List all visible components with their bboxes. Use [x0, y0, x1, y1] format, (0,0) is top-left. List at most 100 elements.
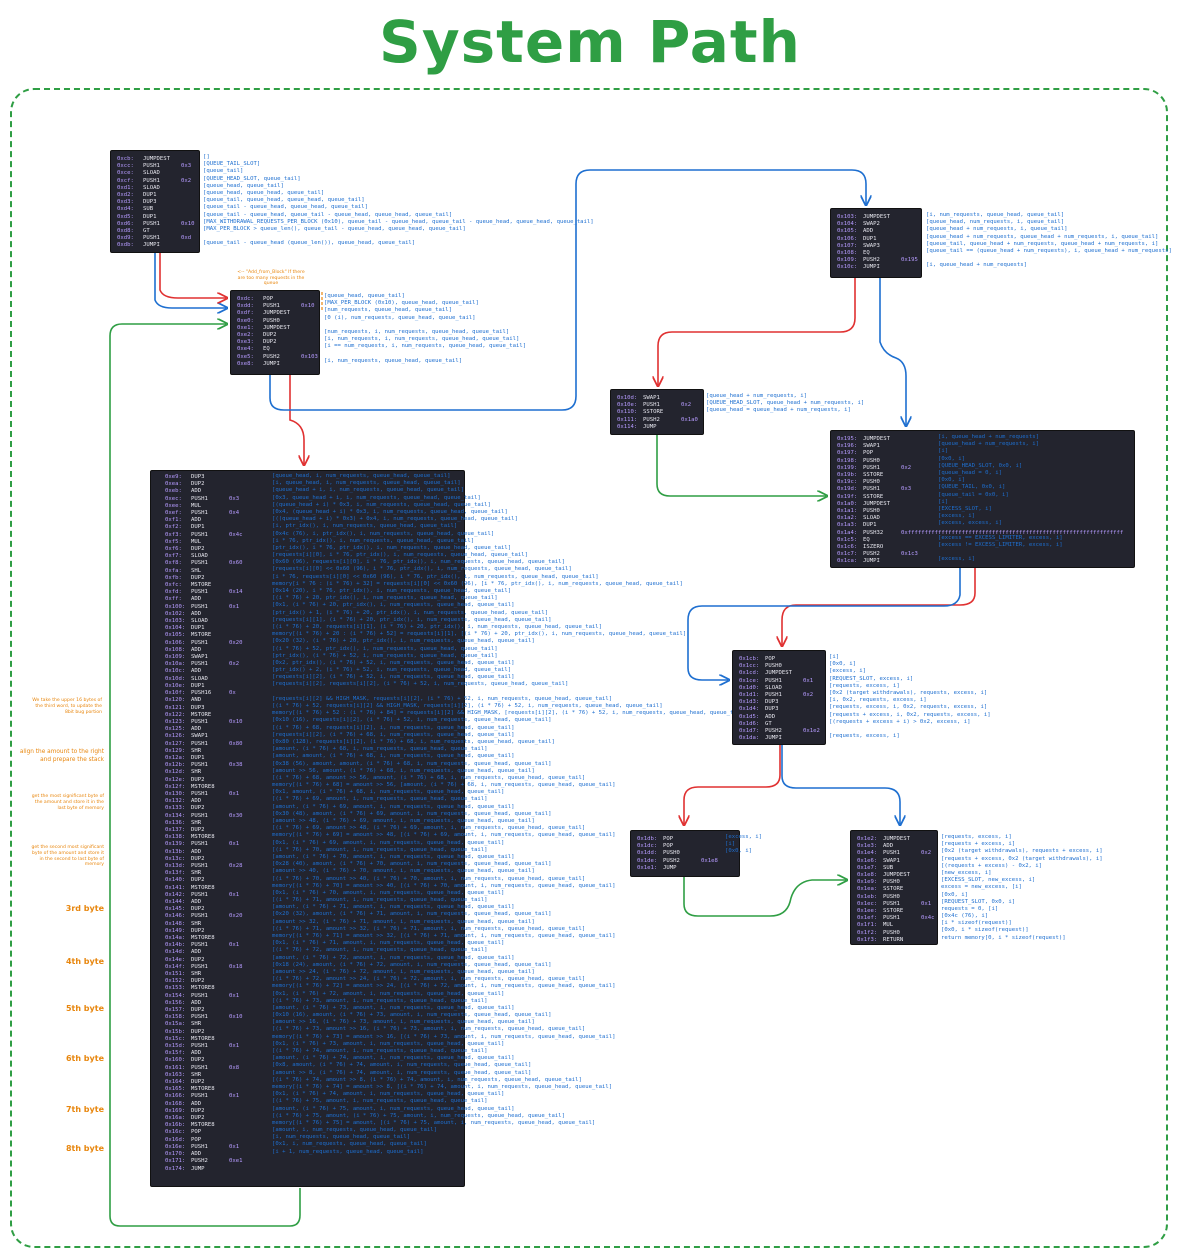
opcode-argument: 0x1 — [229, 603, 240, 610]
annotation-second-byte: get the second most significant byte of … — [31, 845, 104, 868]
stack-line: [ptr_idx(), i * 76, ptr_idx(), i, num_re… — [272, 544, 512, 551]
stack-line: [excess, i] — [938, 513, 976, 520]
stack-line: excess = new_excess, [i] — [941, 884, 1022, 891]
opcode-row: 0x1f1:MUL — [857, 922, 931, 929]
opcode-row: 0x109:SWAP1 — [165, 654, 458, 661]
opcode-pc: 0x132: — [165, 798, 186, 805]
opcode-pc: 0x1eb: — [857, 893, 878, 900]
opcode-mnemonic: ADD — [191, 646, 202, 653]
stack-line: memory[(i * 76) + 75] = amount, [(i * 76… — [272, 1119, 596, 1126]
opcode-mnemonic: PUSH1 — [191, 661, 208, 668]
opcode-mnemonic: ADD — [191, 898, 202, 905]
opcode-argument: 0x8 — [229, 1064, 240, 1071]
opcode-mnemonic: PUSH0 — [765, 663, 782, 670]
opcode-pc: 0x174: — [165, 1165, 186, 1172]
opcode-pc: 0x1de: — [637, 857, 658, 864]
opcode-pc: 0xeb: — [165, 488, 182, 495]
opcode-pc: 0x19f: — [837, 493, 858, 500]
opcode-pc: 0x1d5: — [739, 713, 760, 720]
stack-line: [(requests + excess) - 0x2, i] — [941, 862, 1043, 869]
opcode-mnemonic: PUSH2 — [765, 728, 782, 735]
opcode-pc: 0x103: — [837, 214, 858, 220]
stack-line: [queue_head + i, i, num_requests, queue_… — [272, 487, 464, 494]
stack-line: [excess, i] — [829, 668, 867, 675]
opcode-mnemonic: JUMPDEST — [143, 156, 170, 162]
opcode-mnemonic: MSTORE8 — [191, 834, 215, 841]
opcode-mnemonic: DUP1 — [863, 522, 877, 529]
opcode-row: 0x157:DUP2 — [165, 1007, 458, 1014]
stack-line: [(requests + excess + i) > 0x2, excess, … — [829, 718, 971, 725]
opcode-pc: 0xcf: — [117, 177, 134, 184]
stack-line: [(i * 76) + 52, ptr_idx(), i, num_reques… — [272, 645, 498, 652]
opcode-pc: 0x1cd: — [739, 670, 760, 677]
opcode-pc: 0x157: — [165, 1007, 186, 1014]
opcode-pc: 0x15d: — [165, 1043, 186, 1050]
opcode-mnemonic: MUL — [191, 538, 202, 545]
opcode-mnemonic: EQ — [863, 536, 870, 543]
opcode-row: 0xd3: DUP3 — [117, 199, 193, 206]
stack-queue-check: [i, num_requests, queue_head, queue_tail… — [926, 212, 1172, 270]
opcode-pc: 0xe8: — [237, 360, 254, 367]
opcode-pc: 0x163: — [165, 1071, 186, 1078]
opcode-mnemonic: MSTORE8 — [191, 1122, 215, 1129]
opcode-argument: 0x1 — [229, 1143, 240, 1150]
opcode-pc: 0x108: — [837, 250, 858, 257]
opcode-row: 0xf2:DUP1 — [165, 524, 458, 531]
label-fifth-byte: 5th byte — [65, 1004, 104, 1013]
opcode-row: 0x104:SWAP2 — [837, 221, 915, 228]
opcode-pc: 0x195: — [837, 436, 858, 442]
stack-line: [i + 1, num_requests, queue_head, queue_… — [272, 1148, 424, 1155]
opcode-mnemonic: PUSH1 — [191, 762, 208, 769]
opcode-mnemonic: SLOAD — [765, 684, 782, 691]
opcode-pc: 0x129: — [165, 747, 186, 754]
opcode-mnemonic: DUP3 — [143, 199, 157, 206]
stack-line: [queue_head, i, num_requests, queue_head… — [272, 473, 451, 479]
opcode-row: 0x15c:MSTORE8 — [165, 1036, 458, 1043]
stack-line: [excess, excess, i] — [938, 520, 1002, 527]
stack-line: [i] — [938, 448, 949, 455]
opcode-pc: 0x122: — [165, 711, 186, 718]
stack-line: [0x1, i, num_requests, queue_head, queue… — [272, 1141, 427, 1148]
opcode-pc: 0x1a3: — [837, 522, 858, 529]
opcode-pc: 0x1db: — [637, 836, 658, 842]
opcode-mnemonic: MSTORE8 — [191, 1035, 215, 1042]
opcode-row: 0x1cd: JUMPDEST — [739, 670, 819, 677]
opcode-mnemonic: JUMP — [663, 864, 677, 871]
opcode-pc: 0x196: — [837, 443, 858, 450]
opcode-mnemonic: JUMPDEST — [765, 670, 792, 677]
opcode-mnemonic: SWAP1 — [191, 733, 208, 740]
opcode-pc: 0x139: — [165, 841, 186, 848]
opcode-row: 0xeb:ADD — [165, 488, 458, 495]
opcode-mnemonic: JUMP — [643, 423, 657, 430]
opcode-pc: 0xee: — [165, 502, 182, 509]
opcode-row: 0x149:DUP2 — [165, 928, 458, 935]
stack-line: [amount >> 40, (i * 76) + 70, amount, i,… — [272, 868, 535, 875]
opcode-mnemonic: PUSH1 — [143, 177, 160, 184]
stack-line: [0x1, (i * 76) + 20, ptr_idx(), i, num_r… — [272, 602, 515, 609]
opcode-mnemonic: DUP2 — [191, 1028, 205, 1035]
opcode-mnemonic: PUSH1 — [191, 718, 208, 725]
opcode-argument: 0x2 — [681, 402, 692, 409]
opcode-row: 0x1f2:PUSH0 — [857, 930, 931, 937]
stack-line: [0x4, (queue_head + i) * 0x3, i, num_req… — [272, 508, 508, 515]
opcode-pc: 0x1ce: — [739, 677, 760, 684]
opcode-row: 0xd2:DUP1 — [117, 192, 193, 199]
opcode-mnemonic: PUSH2 — [663, 857, 680, 864]
annotation-upper-bytes: We take the upper 16 bytes of the third … — [32, 698, 102, 715]
opcode-row: 0xe8:JUMPI — [237, 361, 313, 368]
opcode-mnemonic: DUP2 — [191, 1107, 205, 1114]
opcode-mnemonic: EQ — [863, 250, 870, 257]
opcode-pc: 0x1ea: — [857, 886, 878, 893]
opcode-mnemonic: DUP1 — [191, 524, 205, 531]
opcode-mnemonic: DUP1 — [191, 682, 205, 689]
opcode-mnemonic: PUSH0 — [863, 508, 880, 515]
opcode-mnemonic: JUMPI — [863, 264, 880, 271]
opcode-pc: 0xd3: — [117, 199, 134, 206]
